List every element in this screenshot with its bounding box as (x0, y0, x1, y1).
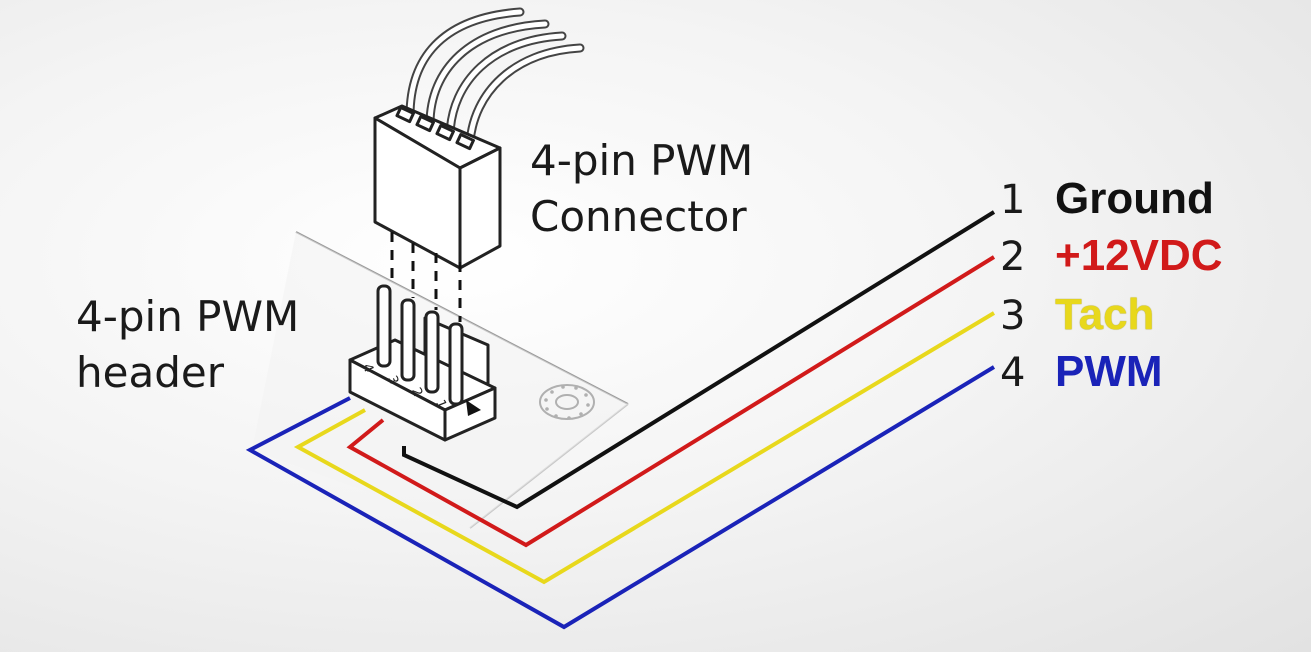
pin-number: 4 (1000, 350, 1026, 396)
pin-number: 2 (1000, 234, 1026, 280)
wire-pwm (245, 365, 996, 630)
mounting-hole-icon (539, 384, 595, 420)
pin-number: 3 (1000, 293, 1026, 339)
pin1-marker-icon (466, 400, 481, 416)
connector-cable (405, 7, 585, 147)
header-label-line1: 4-pin PWM (76, 292, 300, 341)
pin-number: 1 (1000, 177, 1026, 223)
pin-name-ground: Ground (1055, 174, 1214, 223)
pwm-header: 4 3 2 1 (348, 284, 497, 442)
alignment-guides (390, 232, 462, 322)
pin-name-pwm: PWM (1055, 347, 1163, 396)
pin-name-tach: Tach (1055, 290, 1155, 339)
connector-label-line1: 4-pin PWM (530, 136, 754, 185)
wire-tach (293, 311, 996, 585)
pin-wires (245, 210, 996, 630)
wire-12vdc (346, 255, 996, 548)
connector-housing (373, 104, 502, 270)
connector-label-line2: Connector (530, 192, 747, 241)
wire-ground (402, 210, 996, 510)
header-label-line2: header (76, 348, 224, 397)
pin-name-12vdc: +12VDC (1055, 231, 1223, 280)
